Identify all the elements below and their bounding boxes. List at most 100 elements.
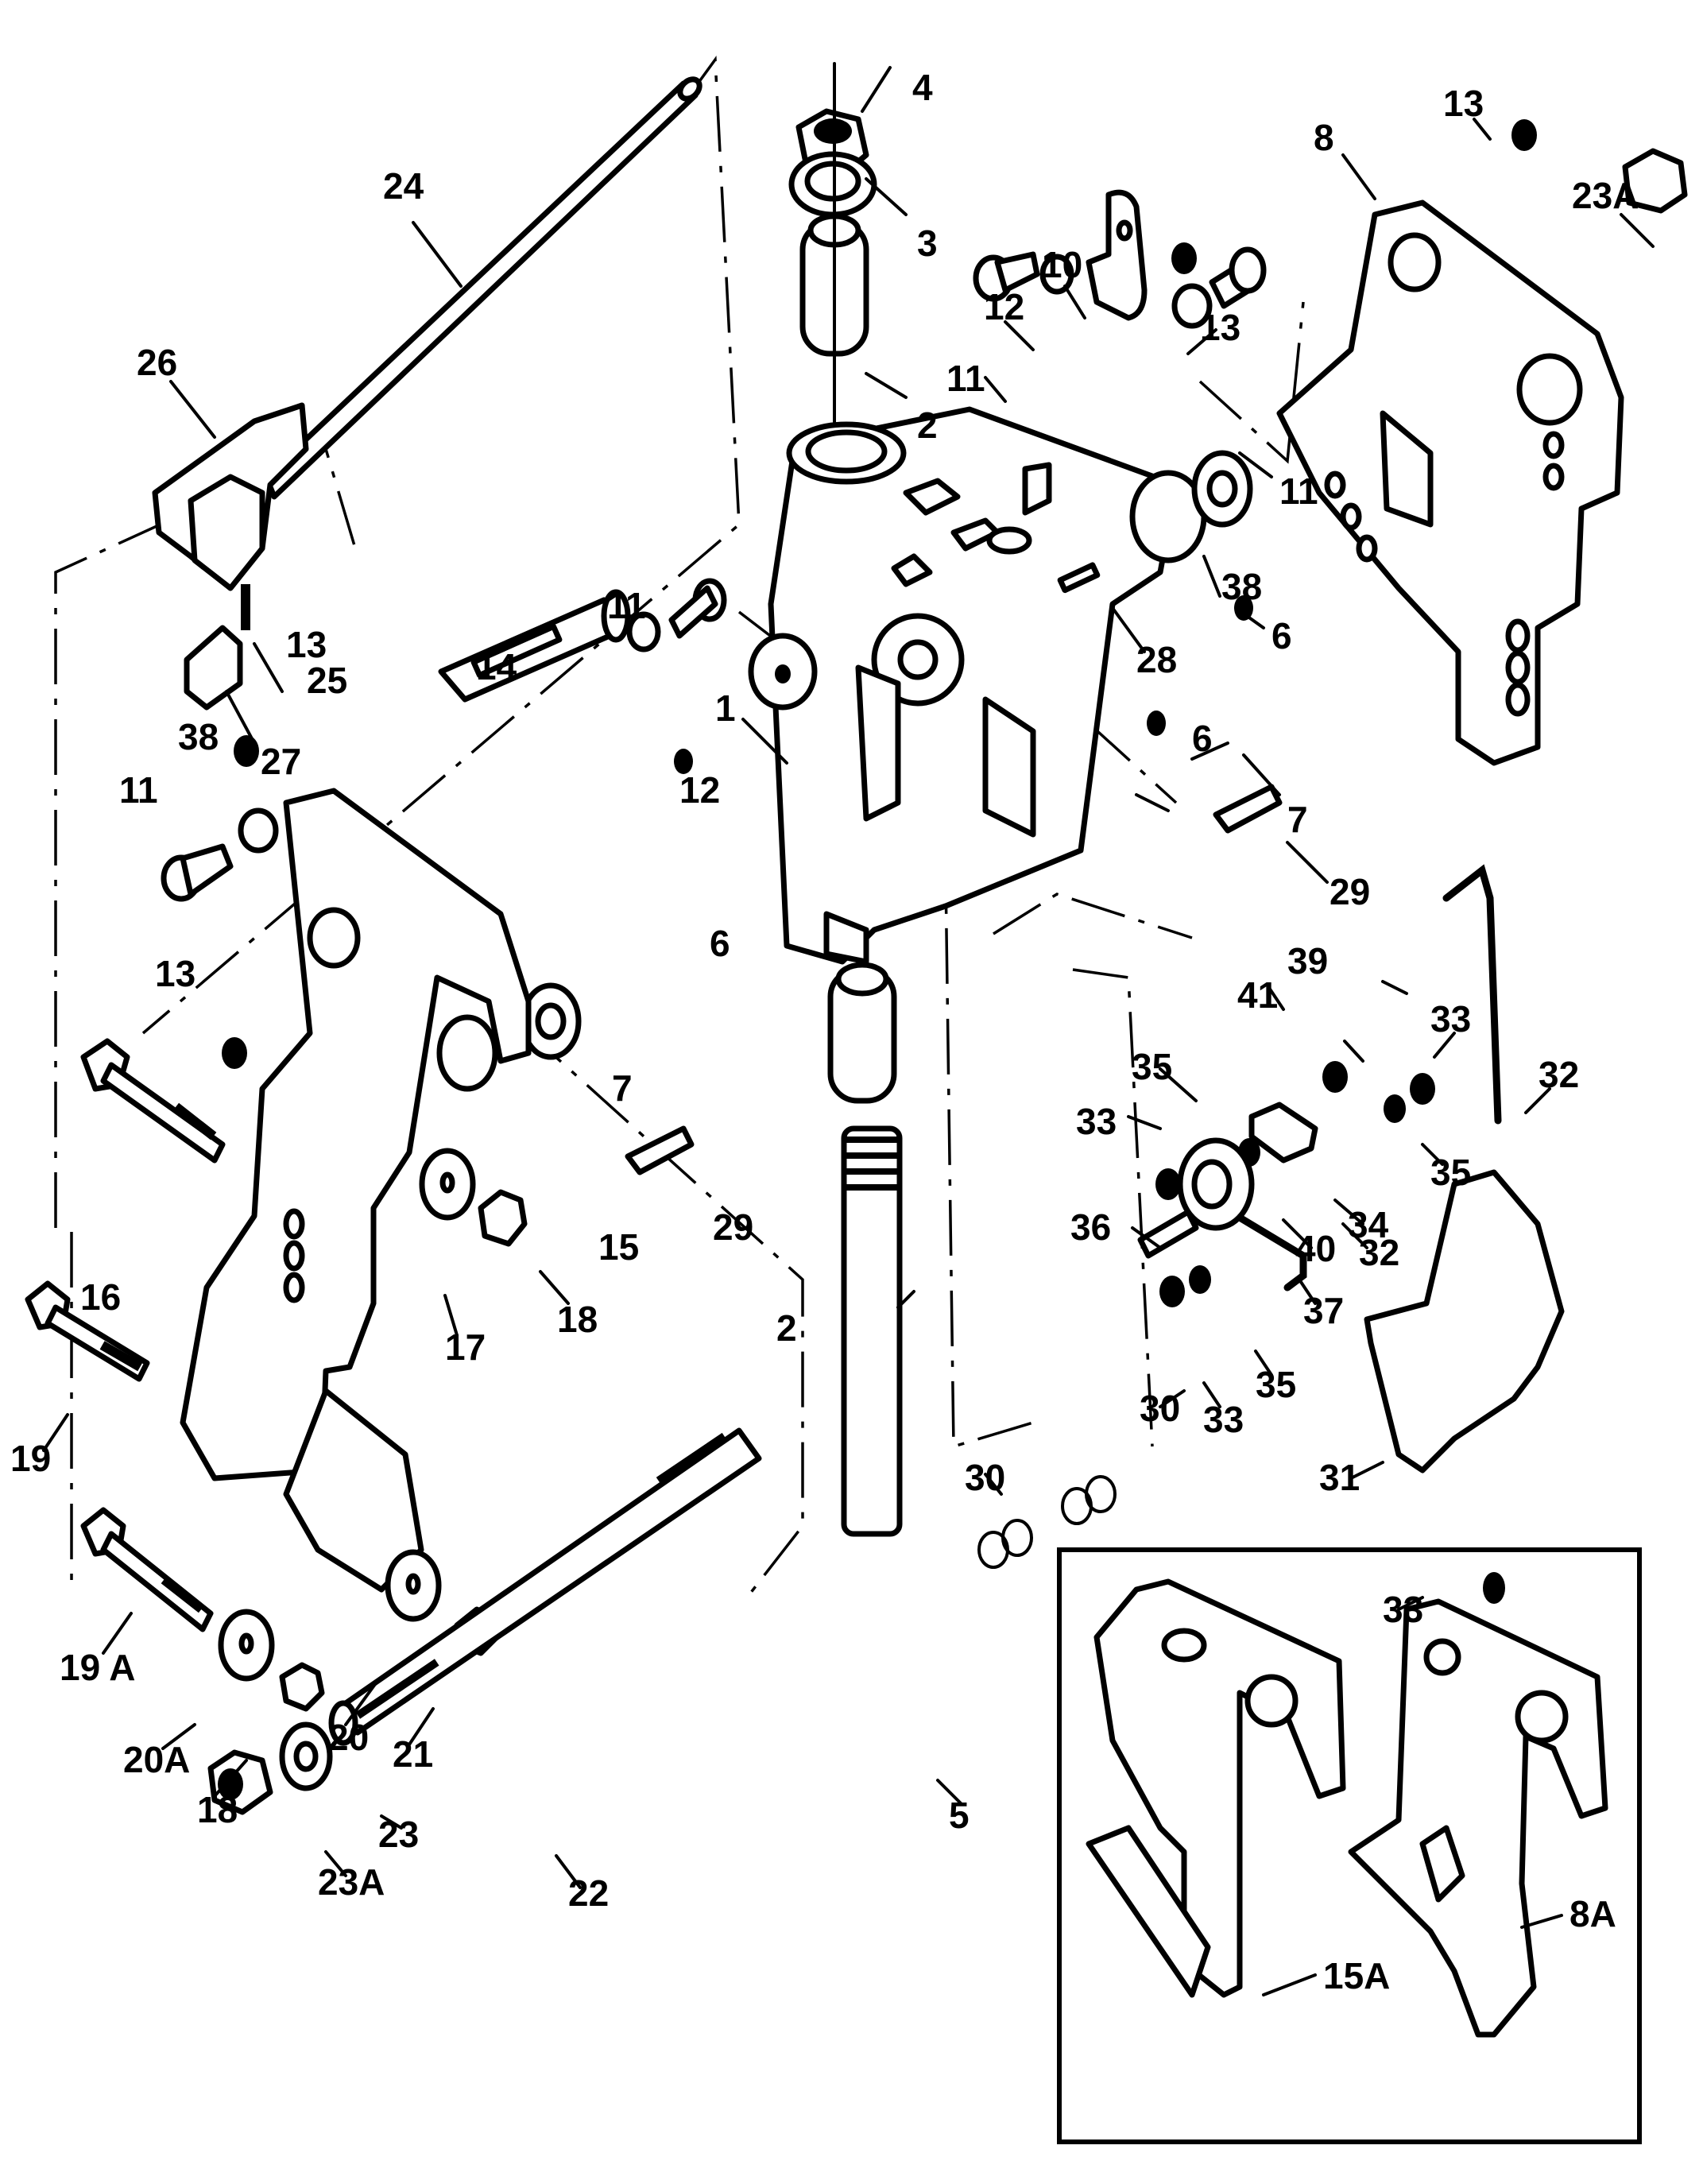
callout-3: 3 bbox=[917, 223, 938, 264]
callout-16: 16 bbox=[80, 1276, 121, 1318]
callout-25: 25 bbox=[307, 660, 347, 701]
leader-line bbox=[1111, 606, 1146, 653]
callout-21: 21 bbox=[393, 1733, 433, 1775]
callout-27: 27 bbox=[261, 741, 301, 782]
callout-23A-a: 23A bbox=[1572, 175, 1639, 216]
callout-2-lower: 2 bbox=[776, 1307, 797, 1349]
part-29-pin-a bbox=[1213, 784, 1283, 834]
part-24-tilt-lock-rod bbox=[263, 76, 702, 500]
callout-22: 22 bbox=[568, 1872, 609, 1914]
part-1-swivel-bracket bbox=[748, 406, 1207, 965]
leader-line bbox=[555, 1854, 582, 1889]
callout-19: 19 bbox=[10, 1438, 51, 1479]
leader-line bbox=[1333, 1198, 1364, 1226]
callout-18-a: 18 bbox=[557, 1299, 598, 1340]
part-20A-washer bbox=[218, 1609, 275, 1682]
callout-30-b: 30 bbox=[965, 1457, 1005, 1498]
leader-line bbox=[1063, 285, 1086, 319]
callout-35-b: 35 bbox=[1430, 1152, 1471, 1193]
part-33-nut-c bbox=[1159, 1276, 1185, 1307]
leader-line bbox=[344, 1679, 379, 1726]
part-36-pin bbox=[1137, 1209, 1199, 1259]
leader-line bbox=[984, 376, 1007, 403]
part-38-washer-a bbox=[1171, 283, 1213, 329]
callout-31: 31 bbox=[1319, 1457, 1360, 1498]
callout-39: 39 bbox=[1287, 940, 1328, 982]
leader-line bbox=[1262, 1973, 1317, 1996]
callout-11-b: 11 bbox=[1279, 470, 1318, 512]
leader-line bbox=[161, 1723, 196, 1750]
callout-28: 28 bbox=[1136, 639, 1177, 680]
part-16-bolt bbox=[80, 1038, 226, 1164]
part-8A-clamp-bracket bbox=[1348, 1598, 1608, 2038]
leader-line bbox=[1159, 1067, 1198, 1102]
part-12-washer-a bbox=[1039, 254, 1074, 295]
leader-line bbox=[984, 1473, 1003, 1496]
leader-line bbox=[324, 1850, 347, 1877]
leader-line bbox=[1341, 1222, 1368, 1249]
callout-24: 24 bbox=[383, 165, 424, 207]
callout-23A-b: 23A bbox=[318, 1861, 385, 1903]
leader-line bbox=[412, 221, 463, 288]
part-6-grease-fitting-b bbox=[1147, 711, 1166, 736]
part-11-screw-b bbox=[1209, 246, 1267, 309]
callout-15: 15 bbox=[598, 1226, 639, 1268]
part-11-screw-a bbox=[973, 251, 1040, 302]
leader-line bbox=[1254, 1350, 1273, 1377]
leader-line bbox=[865, 177, 908, 216]
callout-41: 41 bbox=[1237, 974, 1278, 1016]
leader-line bbox=[1473, 118, 1492, 141]
leader-line bbox=[213, 1759, 248, 1798]
leader-line bbox=[1397, 1596, 1424, 1611]
callout-6-b: 6 bbox=[1192, 718, 1213, 759]
part-23A-locknut-b bbox=[207, 1749, 273, 1815]
callout-37: 37 bbox=[1303, 1290, 1344, 1331]
part-38-washer-b bbox=[238, 807, 279, 854]
callout-12-b: 12 bbox=[679, 769, 720, 811]
leader-line bbox=[741, 718, 788, 765]
part-23A-locknut-a bbox=[1622, 148, 1688, 214]
part-13-nut-d bbox=[222, 1037, 247, 1069]
part-35-washer-c bbox=[1189, 1265, 1211, 1294]
callout-6-c: 6 bbox=[710, 923, 730, 964]
part-25-spring bbox=[241, 584, 250, 630]
callout-32-a: 32 bbox=[1539, 1054, 1579, 1095]
part-34-lever bbox=[1248, 1102, 1318, 1164]
leader-line bbox=[1524, 1087, 1551, 1114]
leader-line bbox=[865, 372, 908, 399]
leader-line bbox=[1131, 1226, 1162, 1249]
leader-line bbox=[1433, 1032, 1456, 1059]
callout-29-b: 29 bbox=[713, 1206, 753, 1248]
part-2-lower-bushing bbox=[827, 962, 897, 1104]
callout-18-b: 18 bbox=[197, 1789, 238, 1830]
leader-line bbox=[1520, 1914, 1563, 1929]
callout-12-a: 12 bbox=[984, 286, 1024, 327]
part-12-washer-b bbox=[626, 611, 661, 652]
part-18-nut-a bbox=[478, 1189, 528, 1247]
part-23-washer bbox=[279, 1721, 333, 1791]
part-7-thrust-washer-a bbox=[1191, 450, 1253, 528]
leader-line bbox=[539, 1270, 570, 1305]
callout-33-a: 33 bbox=[1430, 998, 1471, 1040]
callout-38-a: 38 bbox=[1221, 566, 1262, 607]
callout-33-b: 33 bbox=[1076, 1101, 1117, 1142]
part-15A-clamp-bracket bbox=[1086, 1578, 1346, 1998]
callout-13-c: 13 bbox=[286, 624, 327, 665]
part-11-screw-c bbox=[668, 578, 727, 639]
callout-labels: 24 26 25 27 4 3 2 1 12 10 11 13 11 38 8 … bbox=[10, 67, 1639, 1996]
inset-alternate-brackets bbox=[1057, 1547, 1642, 2144]
leader-line bbox=[1341, 153, 1376, 200]
leader-line bbox=[253, 642, 284, 693]
callout-36: 36 bbox=[1070, 1206, 1111, 1248]
callout-20: 20 bbox=[328, 1717, 369, 1758]
callout-19A: 19 A bbox=[60, 1647, 135, 1688]
callout-17: 17 bbox=[445, 1326, 486, 1368]
callout-23: 23 bbox=[378, 1814, 419, 1855]
callout-7-a: 7 bbox=[1287, 799, 1308, 840]
callout-33-d: 33 bbox=[1383, 1589, 1423, 1630]
callout-11-a: 11 bbox=[946, 358, 985, 399]
callout-10: 10 bbox=[1042, 244, 1082, 285]
part-33-nut-a bbox=[1410, 1073, 1435, 1105]
leader-lines bbox=[42, 66, 1655, 1996]
